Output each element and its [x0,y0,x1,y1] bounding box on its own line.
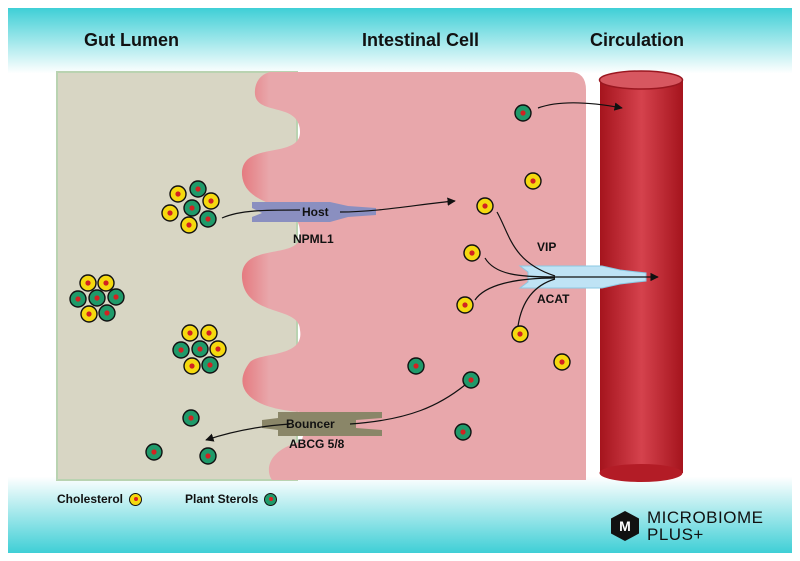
plant-sterol-molecule [182,409,200,427]
logo-badge: M [611,511,639,541]
arrow-cholesterol-c [474,277,556,301]
legend-plant-sterols: Plant Sterols [185,492,278,506]
arrow-host-to-cell [339,197,456,213]
arrow-cholesterol-d [517,278,556,327]
arrow-lumen-to-host [221,209,301,219]
plant-sterol-molecule [69,290,87,308]
intestinal-cell-heading: Intestinal Cell [362,30,480,50]
plant-sterol-molecule [189,180,207,198]
cholesterol-molecule [80,305,98,323]
cholesterol-molecule [511,325,529,343]
logo-line2: PLUS+ [647,525,704,544]
host-transporter: Host NPML1 [252,202,376,246]
npml1-label: NPML1 [293,232,334,246]
acat-label: ACAT [537,292,570,306]
cholesterol-molecule [553,353,571,371]
pathway-arrows [205,102,659,442]
cholesterol-molecule [161,204,179,222]
legend-cholesterol: Cholesterol [57,492,143,506]
cholesterol-molecule [463,244,481,262]
intestinal-cell-region [241,72,586,480]
legend-cholesterol-label: Cholesterol [57,492,124,506]
bouncer-transporter: Bouncer ABCG 5/8 [262,412,382,451]
cholesterol-molecule [97,274,115,292]
cholesterol-molecule [476,197,494,215]
plant-sterol-molecule [172,341,190,359]
legend-plant-sterols-label: Plant Sterols [185,492,259,506]
arrow-plant-sterol-to-circulation [537,102,623,111]
bouncer-label: Bouncer [286,417,335,431]
plant-sterol-molecule [454,423,472,441]
plant-sterol-molecule [145,443,163,461]
host-label: Host [302,205,329,219]
plant-sterol-molecule [191,340,209,358]
plant-sterol-molecule [199,447,217,465]
arrow-cell-to-bouncer [349,384,466,425]
cholesterol-molecule [200,324,218,342]
cholesterol-molecule [181,324,199,342]
cholesterol-molecule [202,192,220,210]
cholesterol-molecule [180,216,198,234]
blood-vessel [598,70,684,482]
microbiome-plus-logo: M MICROBIOME PLUS+ [611,509,763,543]
cholesterol-molecule [183,357,201,375]
cholesterol-icon [129,492,143,506]
cholesterol-molecule [524,172,542,190]
vip-label: VIP [537,240,556,254]
plant-sterol-molecule [107,288,125,306]
cholesterol-molecule [456,296,474,314]
arrow-cholesterol-a [496,211,556,277]
arrow-cholesterol-b [484,257,556,278]
cholesterol-molecule [209,340,227,358]
plant-sterol-molecule [199,210,217,228]
plant-sterol-molecule [88,289,106,307]
plant-sterol-molecule [98,304,116,322]
abcg-label: ABCG 5/8 [289,437,345,451]
gut-lumen-heading: Gut Lumen [84,30,179,50]
plant-sterol-molecule [183,199,201,217]
cholesterol-molecule [169,185,187,203]
cholesterol-molecule [79,274,97,292]
logo-line1: MICROBIOME [647,508,764,527]
plant-sterol-molecule [201,356,219,374]
plant-sterol-molecule [407,357,425,375]
plant-sterol-icon [264,492,278,506]
logo-wordmark: MICROBIOME PLUS+ [647,509,763,543]
plant-sterol-molecule [462,371,480,389]
plant-sterol-molecule [514,104,532,122]
arrow-bouncer-to-lumen [205,423,291,442]
molecules [69,104,571,465]
circulation-heading: Circulation [590,30,685,50]
